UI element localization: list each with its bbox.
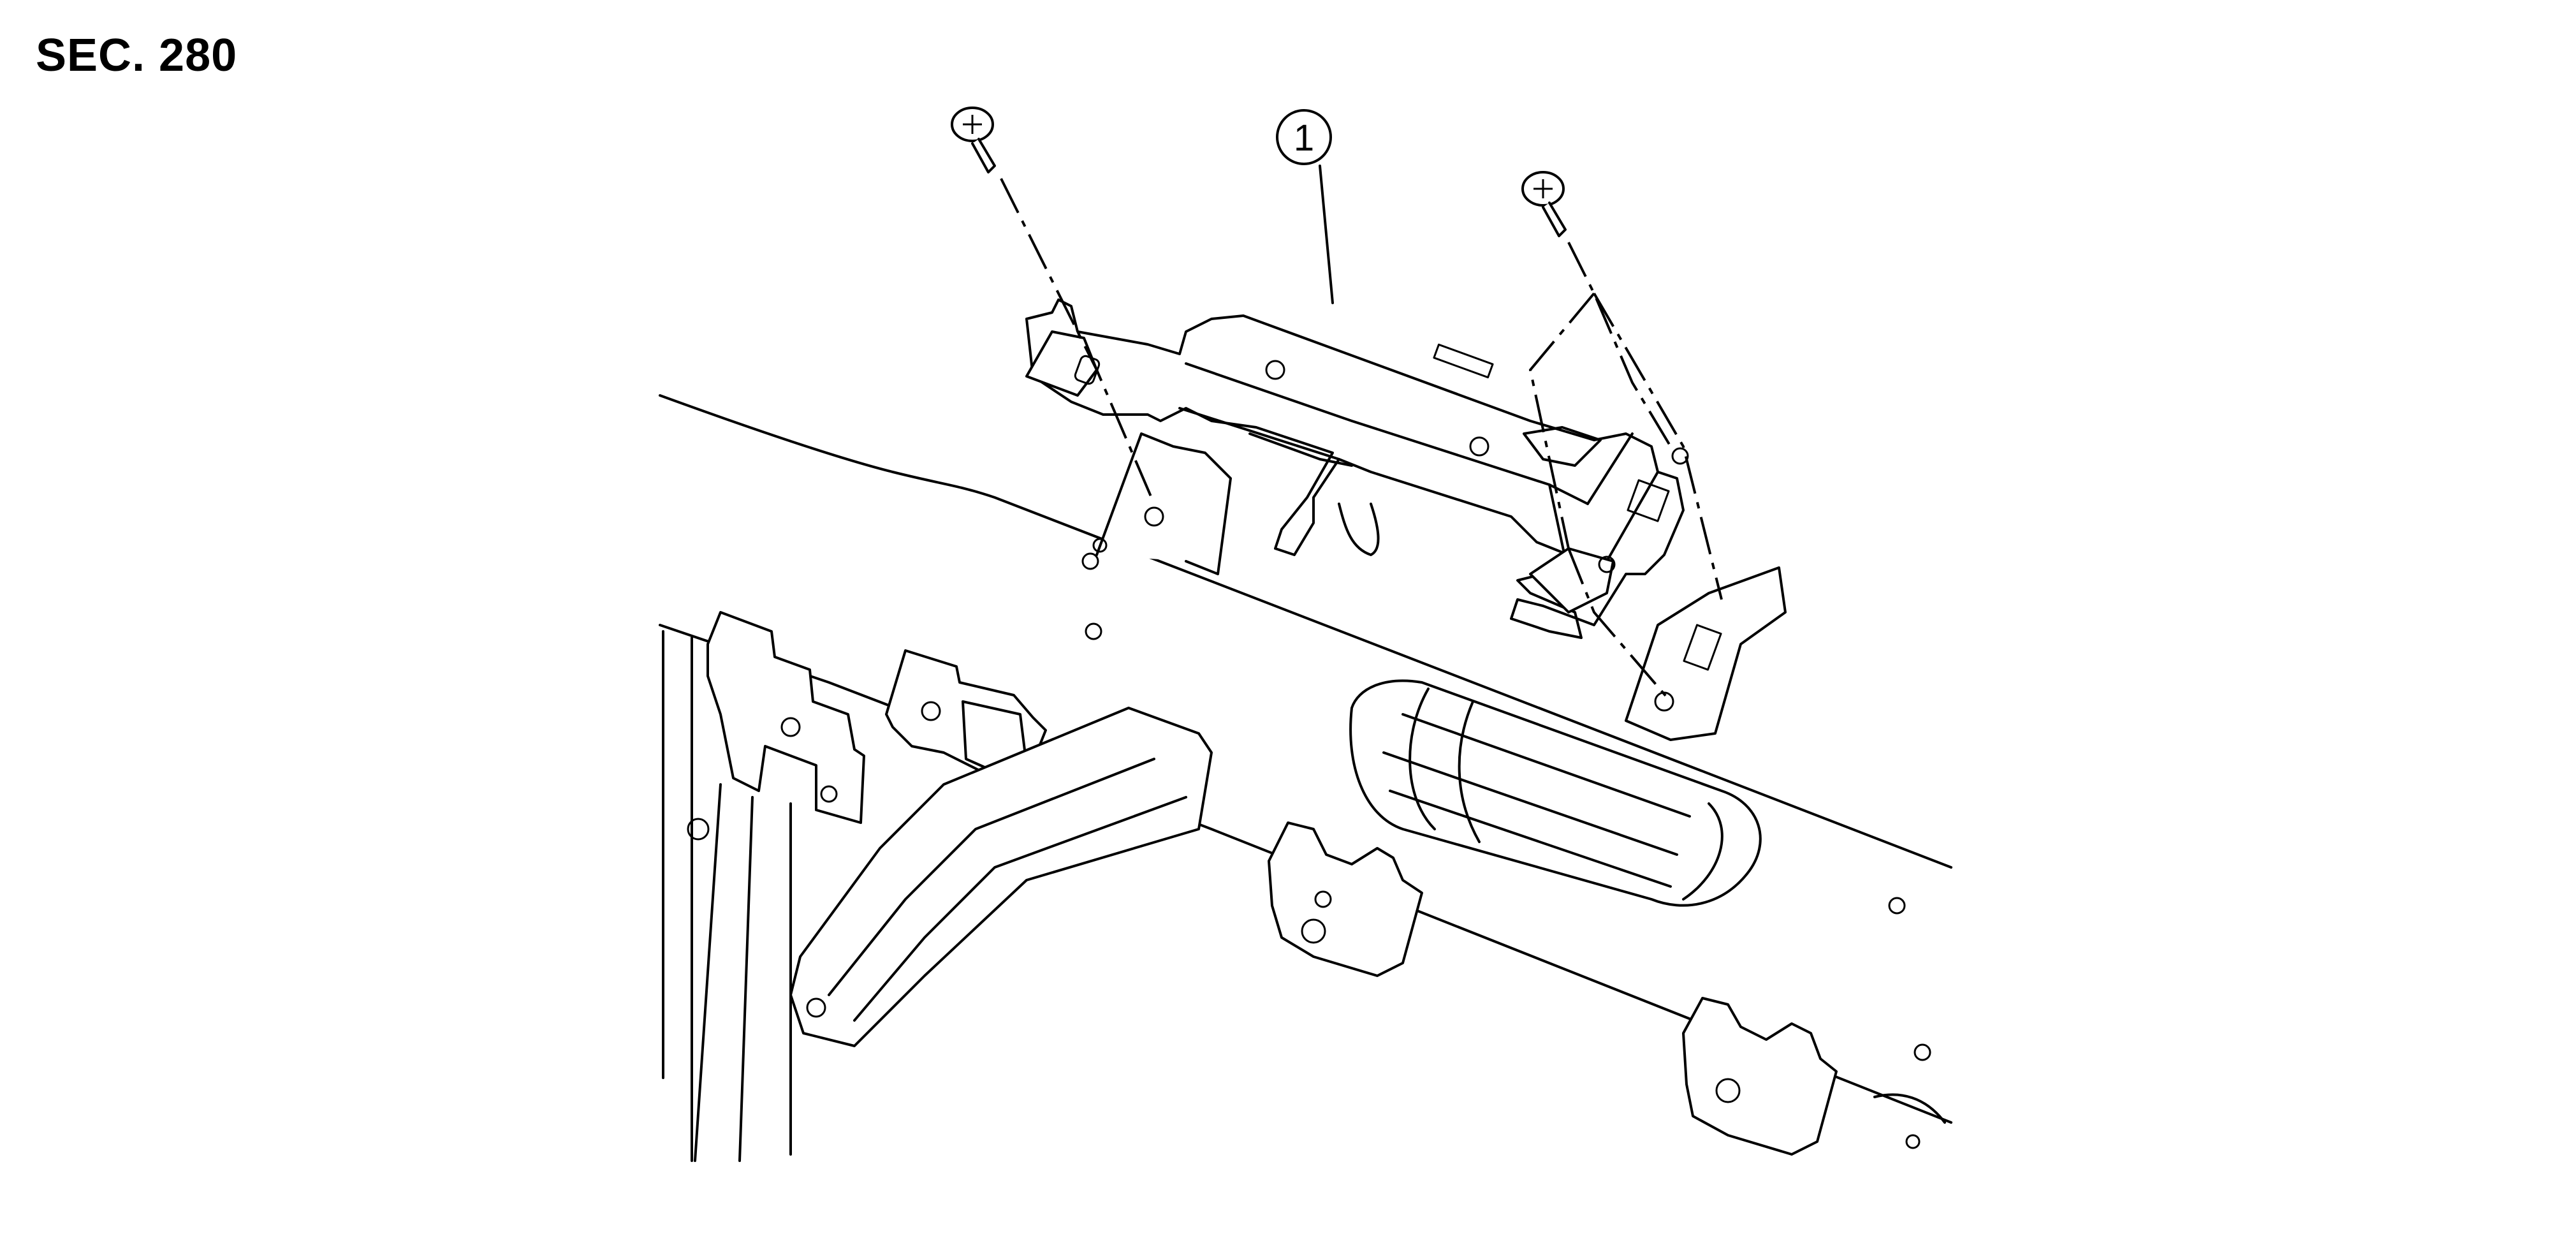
beam-mount-bracket xyxy=(1092,432,1232,575)
callout-number: 1 xyxy=(1294,117,1314,159)
screw-icon xyxy=(1521,171,1567,237)
screw-icon xyxy=(951,107,996,173)
callout-1: 1 xyxy=(1276,109,1334,304)
center-clamp-bracket xyxy=(1268,821,1423,977)
left-frame-structure xyxy=(662,611,1047,1162)
bracket-unit-icon xyxy=(1025,298,1689,639)
section-label: SEC. 280 xyxy=(36,30,238,81)
duct-component xyxy=(1349,679,1762,907)
right-upper-bracket xyxy=(1625,566,1787,741)
installation-path-lines xyxy=(1000,178,1723,703)
right-clamp-bracket xyxy=(1682,997,1946,1156)
lower-bracket-arm xyxy=(789,707,1213,1047)
